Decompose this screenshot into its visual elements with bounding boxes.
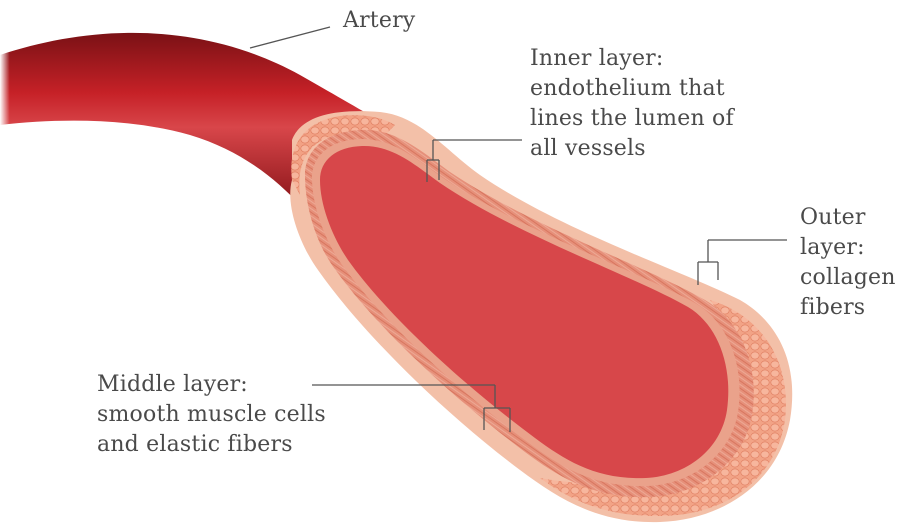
leader-artery (250, 27, 330, 48)
label-inner-layer: Inner layer: endothelium that lines the … (530, 44, 734, 164)
label-artery: Artery (343, 6, 415, 36)
leader-outer (698, 240, 787, 285)
tube-fade (0, 20, 120, 140)
label-outer-layer: Outer layer: collagen fibers (800, 203, 896, 323)
label-middle-layer: Middle layer: smooth muscle cells and el… (97, 370, 326, 460)
